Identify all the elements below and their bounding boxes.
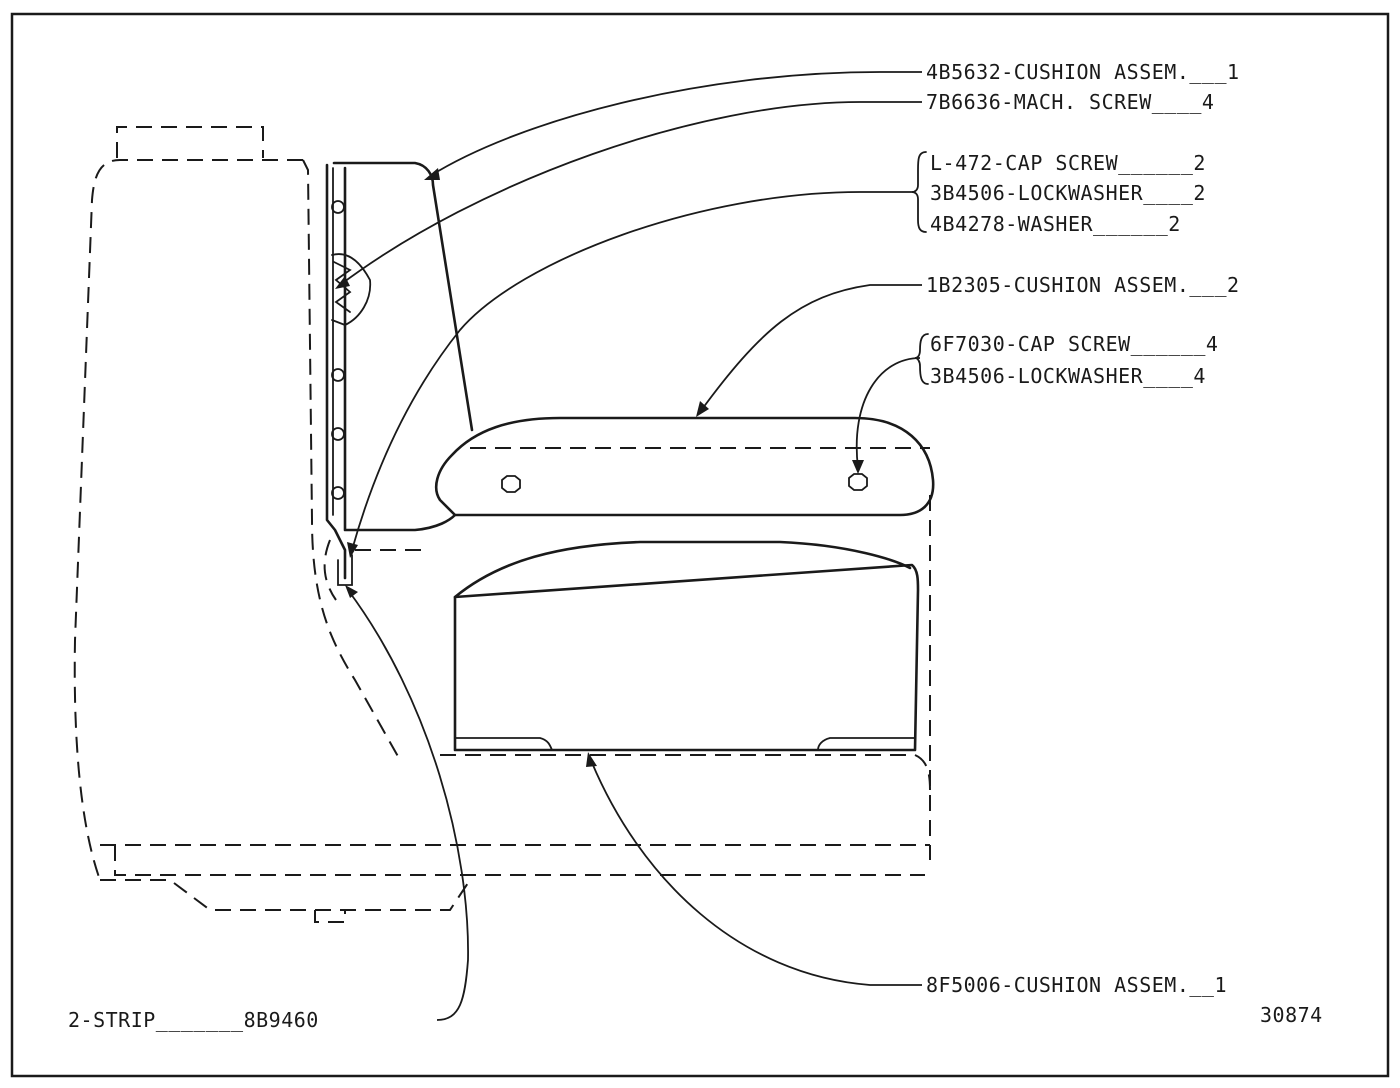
callout-cushion-back: 4B5632-CUSHION ASSEM.___1: [926, 60, 1240, 84]
arm-cushion: [435, 416, 935, 517]
back-cushion: [325, 161, 474, 586]
leader-lines: [335, 71, 922, 1021]
callout-brackets: [911, 151, 929, 385]
callout-labels: 4B5632-CUSHION ASSEM.___1 7B6636-MACH. S…: [68, 60, 1323, 1032]
callout-lockwasher-b: 3B4506-LOCKWASHER____4: [930, 364, 1206, 388]
callout-washer-a: 4B4278-WASHER______2: [930, 212, 1181, 236]
callout-lockwasher-a: 3B4506-LOCKWASHER____2: [930, 181, 1206, 205]
callout-cap-screw-b: 6F7030-CAP SCREW______4: [930, 332, 1218, 356]
callout-cushion-seat: 8F5006-CUSHION ASSEM.__1: [926, 973, 1227, 997]
callout-cushion-arm: 1B2305-CUSHION ASSEM.___2: [926, 273, 1240, 297]
figure-frame: [10, 12, 1390, 1078]
seat-cushion: [453, 540, 920, 752]
phantom-body-outline: [73, 126, 931, 923]
figure-number: 30874: [1260, 1003, 1323, 1027]
callout-strip: 2-STRIP_______8B9460: [68, 1008, 319, 1032]
callout-cap-screw-a: L-472-CAP SCREW______2: [930, 151, 1206, 175]
callout-mach-screw: 7B6636-MACH. SCREW____4: [926, 90, 1214, 114]
